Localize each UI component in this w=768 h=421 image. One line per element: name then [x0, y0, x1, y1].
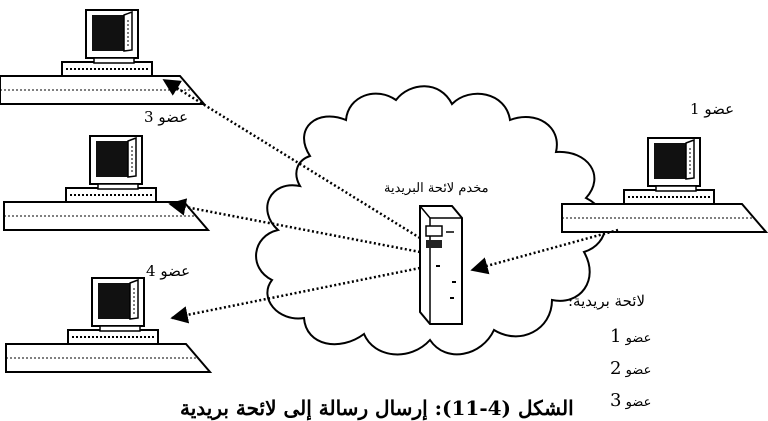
mailing-list-title: لائحة بريدية: [568, 292, 645, 310]
mailing-list-entry-2: عضو 2 [610, 360, 651, 378]
member-4-label: عضو 4 [146, 262, 191, 280]
desktop-computer-icon [3, 135, 209, 231]
entry-number: 2 [610, 358, 622, 379]
entry-number: 3 [610, 390, 622, 411]
desktop-computer-icon [0, 9, 205, 105]
entry-number: 1 [610, 326, 622, 347]
message-arrows [162, 78, 619, 324]
member-3-label: عضو 3 [144, 108, 189, 126]
entry-label: عضو [625, 331, 652, 346]
entry-label: عضو [625, 363, 652, 378]
member-1-label: عضو 1 [690, 100, 735, 118]
figure-caption: الشكل (4-11): إرسال رسالة إلى لائحة بريد… [180, 396, 574, 420]
tower-server-icon [419, 205, 463, 325]
mailing-list-entry-3: عضو 3 [610, 392, 651, 410]
desktop-computer-icon [5, 277, 211, 373]
mailing-list-entry-1: عضو 1 [610, 328, 651, 346]
server-label: مخدم لائحة البريدية [384, 181, 489, 196]
entry-label: عضو [625, 395, 652, 410]
